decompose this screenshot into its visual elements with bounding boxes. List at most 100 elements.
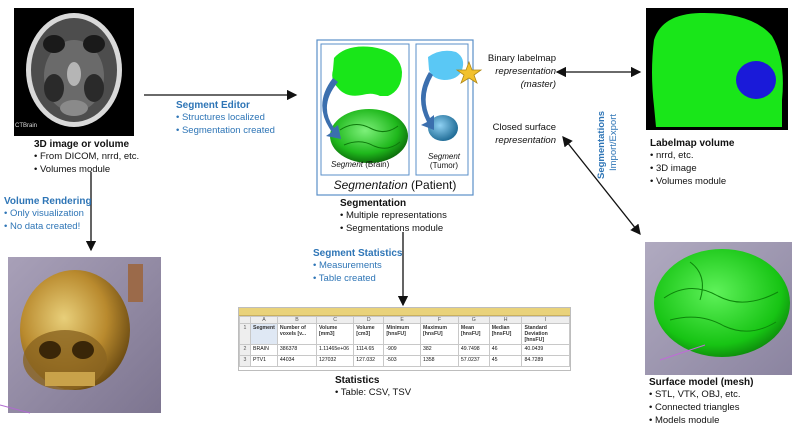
list-item: Measurements xyxy=(313,259,402,272)
corner-cell xyxy=(239,316,251,324)
row-number: 3 xyxy=(239,355,251,367)
table-header-cell: Median [hnsFU] xyxy=(488,323,523,345)
image-volume-list: From DICOM, nrrd, etc. Volumes module xyxy=(34,150,139,176)
image-volume-block: 3D image or volume From DICOM, nrrd, etc… xyxy=(34,139,139,176)
segmentation-title: Segmentation xyxy=(340,198,407,209)
table-cell: 1.11465e+06 xyxy=(315,344,355,356)
table-header-cell: Standard Deviation [hnsFU] xyxy=(521,323,570,345)
labelmap-volume-image xyxy=(646,8,788,130)
table-cell: 46 xyxy=(488,344,523,356)
table-cell: 127.032 xyxy=(353,355,385,367)
column-letter: C xyxy=(315,316,355,324)
table-toolbar xyxy=(239,308,570,316)
master-star-icon xyxy=(455,60,483,84)
table-header-cell: Minimum [hnsFU] xyxy=(383,323,422,345)
statistics-title: Statistics xyxy=(335,375,380,386)
table-cell: 382 xyxy=(420,344,459,356)
table-cell: -503 xyxy=(383,355,422,367)
table-cell: 84.7289 xyxy=(521,355,570,367)
brain-segment-label: Segment (Brain) xyxy=(331,160,390,169)
list-item: Structures localized xyxy=(176,111,275,124)
volume-rendering-block: Volume Rendering Only visualization No d… xyxy=(4,196,92,233)
column-letter: I xyxy=(521,316,570,324)
volume-rendering-list: Only visualization No data created! xyxy=(4,207,92,233)
list-item: Table: CSV, TSV xyxy=(335,386,411,399)
table-cell: BRAIN xyxy=(250,344,278,356)
table-header-cell: Mean [hnsFU] xyxy=(457,323,490,345)
column-letter: F xyxy=(420,316,459,324)
list-item: Segmentations module xyxy=(340,222,447,235)
segmentation-list: Multiple representations Segmentations m… xyxy=(340,209,447,235)
column-letter: E xyxy=(383,316,422,324)
segmentation-block: Segmentation Multiple representations Se… xyxy=(340,198,447,235)
column-letter: G xyxy=(457,316,490,324)
ct-slice-image xyxy=(14,8,134,136)
tumor-segment-label: Segment(Tumor) xyxy=(427,152,461,170)
table-cell: 127032 xyxy=(315,355,355,367)
tumor-segment-box xyxy=(415,43,469,176)
statistics-block: Statistics Table: CSV, TSV xyxy=(335,375,411,399)
table-cell: 40.0439 xyxy=(521,344,570,356)
segment-editor-title: Segment Editor xyxy=(176,100,250,111)
surface-title: Surface model (mesh) xyxy=(649,377,754,388)
list-item: 3D image xyxy=(650,162,734,175)
brain-conversion-arrow xyxy=(322,78,341,139)
labelmap-title: Labelmap volume xyxy=(650,138,735,149)
segment-statistics-block: Segment Statistics Measurements Table cr… xyxy=(313,248,402,285)
table-cell: 49.7498 xyxy=(457,344,490,356)
table-header-cell: Maximum [hnsFU] xyxy=(420,323,459,345)
surface-list: STL, VTK, OBJ, etc. Connected triangles … xyxy=(649,388,753,427)
binary-labelmap-label: Binary labelmap representation (master) xyxy=(487,53,556,90)
labelmap-block: Labelmap volume nrrd, etc. 3D image Volu… xyxy=(650,138,734,188)
column-letter: H xyxy=(488,316,523,324)
list-item: Volumes module xyxy=(34,163,139,176)
column-letter: D xyxy=(353,316,385,324)
list-item: STL, VTK, OBJ, etc. xyxy=(649,388,753,401)
table-cell: 1358 xyxy=(420,355,459,367)
brain-surface-shape xyxy=(330,109,408,163)
list-item: nrrd, etc. xyxy=(650,149,734,162)
list-item: Volumes module xyxy=(650,175,734,188)
table-cell: 45 xyxy=(488,355,523,367)
table-cell: 44034 xyxy=(276,355,317,367)
list-item: Models module xyxy=(649,414,753,427)
table-cell: 1114.65 xyxy=(353,344,385,356)
row-number: 1 xyxy=(239,323,251,345)
list-item: Connected triangles xyxy=(649,401,753,414)
statistics-list: Table: CSV, TSV xyxy=(335,386,411,399)
ct-watermark: CTBrain xyxy=(15,123,38,129)
table-cell: PTV1 xyxy=(250,355,278,367)
brain-segment-box xyxy=(320,43,410,176)
list-item: Multiple representations xyxy=(340,209,447,222)
segment-editor-block: Segment Editor Structures localized Segm… xyxy=(176,100,275,137)
table-header-cell: Volume [mm3] xyxy=(315,323,355,345)
list-item: Segmentation created xyxy=(176,124,275,137)
table-cell: 57.0237 xyxy=(457,355,490,367)
column-letter: B xyxy=(276,316,317,324)
table-header-cell: Number of voxels [v... xyxy=(276,323,317,345)
list-item: No data created! xyxy=(4,220,92,233)
list-item: Only visualization xyxy=(4,207,92,220)
closed-surface-label: Closed surface representation xyxy=(492,122,556,146)
segmentation-caption: Segmentation (Patient) xyxy=(333,178,457,192)
tumor-labelmap-shape xyxy=(428,50,464,80)
segmentations-import-export-label: Segmentations Import/Export xyxy=(596,110,619,179)
table-header-cell: Segment xyxy=(250,323,278,345)
image-volume-title: 3D image or volume xyxy=(34,139,130,150)
list-item: From DICOM, nrrd, etc. xyxy=(34,150,139,163)
surface-block: Surface model (mesh) STL, VTK, OBJ, etc.… xyxy=(649,377,753,427)
labelmap-list: nrrd, etc. 3D image Volumes module xyxy=(650,149,734,188)
segment-editor-list: Structures localized Segmentation create… xyxy=(176,111,275,137)
volume-rendering-image xyxy=(0,257,161,414)
surface-model-image xyxy=(645,242,792,375)
arrow-closed-surface xyxy=(562,135,641,236)
tumor-surface-shape xyxy=(428,115,458,141)
table-cell: -909 xyxy=(383,344,422,356)
